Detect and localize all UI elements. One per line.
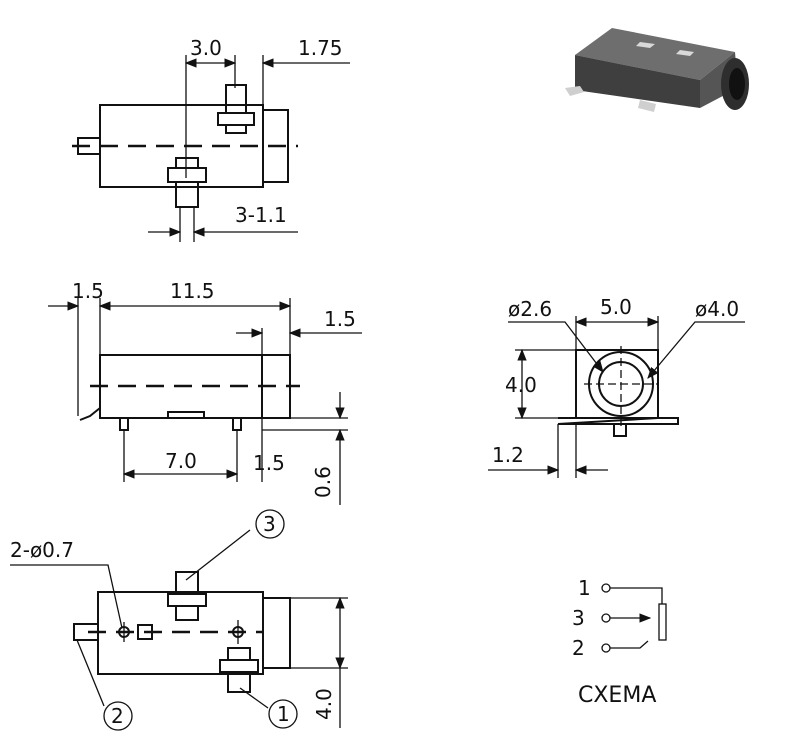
schematic-pin-2: 2 bbox=[572, 636, 585, 660]
dim-small-hole: ø2.6 bbox=[508, 297, 552, 321]
dim-side-edge: 1.5 bbox=[253, 451, 285, 475]
dim-side-right: 1.5 bbox=[324, 307, 356, 331]
schematic: 1 3 2 CXEMA bbox=[572, 576, 667, 708]
dim-top-width: 3.0 bbox=[190, 36, 222, 60]
pin-label-2: 2 bbox=[111, 704, 124, 728]
bottom-view: 2-ø0.7 3 2 1 4.0 bbox=[10, 509, 348, 731]
dim-pin-size: 3-1.1 bbox=[235, 203, 287, 227]
side-view: 1.5 11.5 1.5 7.0 1.5 0.6 bbox=[48, 279, 362, 505]
top-view: 3.0 1.75 3-1.1 bbox=[72, 36, 350, 242]
dim-side-pitch: 7.0 bbox=[165, 449, 197, 473]
front-view: ø2.6 5.0 ø4.0 4.0 1.2 bbox=[488, 295, 745, 478]
dim-side-left: 1.5 bbox=[72, 279, 104, 303]
dim-top-offset: 1.75 bbox=[298, 36, 343, 60]
dim-bottom-height: 4.0 bbox=[312, 688, 336, 720]
dim-side-height: 0.6 bbox=[311, 466, 335, 498]
dim-foot: 1.2 bbox=[492, 443, 524, 467]
dim-side-length: 11.5 bbox=[170, 279, 215, 303]
dim-holes: 2-ø0.7 bbox=[10, 538, 74, 562]
pin-label-1: 1 bbox=[277, 702, 290, 726]
schematic-pin-1: 1 bbox=[578, 576, 591, 600]
schematic-title: CXEMA bbox=[578, 683, 656, 708]
pin-label-3: 3 bbox=[263, 512, 276, 536]
schematic-pin-3: 3 bbox=[572, 606, 585, 630]
audio-jack-component-photo bbox=[565, 28, 749, 112]
dim-front-width: 5.0 bbox=[600, 295, 632, 319]
dim-large-hole: ø4.0 bbox=[695, 297, 739, 321]
dim-front-height: 4.0 bbox=[505, 373, 537, 397]
